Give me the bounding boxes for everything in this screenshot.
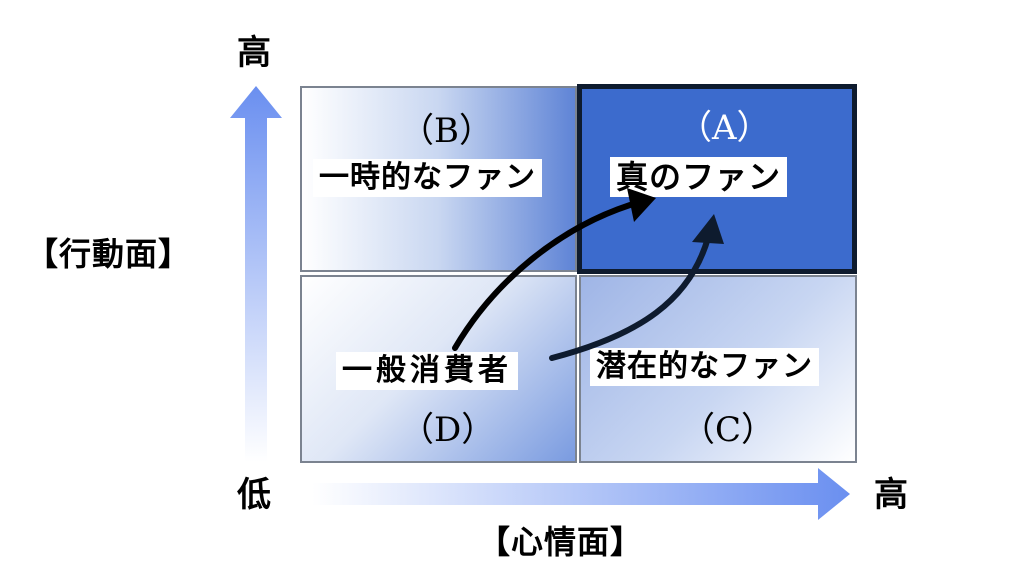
y-axis-arrow (230, 86, 282, 462)
x-axis-title: 【心情面】 (478, 523, 644, 561)
quadrant-b-name: 一時的なファン (313, 159, 542, 197)
arrow-d-to-a-via-c-head (692, 214, 724, 244)
y-axis-title: 【行動面】 (26, 235, 192, 273)
quadrant-d-name: 一般消費者 (336, 352, 518, 390)
x-axis-high-label: 高 (874, 475, 908, 515)
quadrant-c-letter: （C） (681, 410, 776, 450)
quadrant-d-letter: （D） (400, 410, 496, 450)
y-axis-low-label: 低 (237, 475, 271, 515)
arrow-d-to-a-head (627, 188, 656, 222)
quadrant-c-name: 潜在的なファン (590, 348, 819, 386)
quadrant-a-letter: （A） (678, 108, 771, 148)
quadrant-b-letter: （B） (400, 111, 493, 151)
quadrant-a-name: 真のファン (610, 157, 788, 197)
x-axis-arrow (312, 468, 850, 520)
arrow-d-to-a (452, 202, 633, 351)
y-axis-high-label: 高 (237, 33, 271, 73)
arrow-d-to-a-via-c (549, 235, 711, 361)
